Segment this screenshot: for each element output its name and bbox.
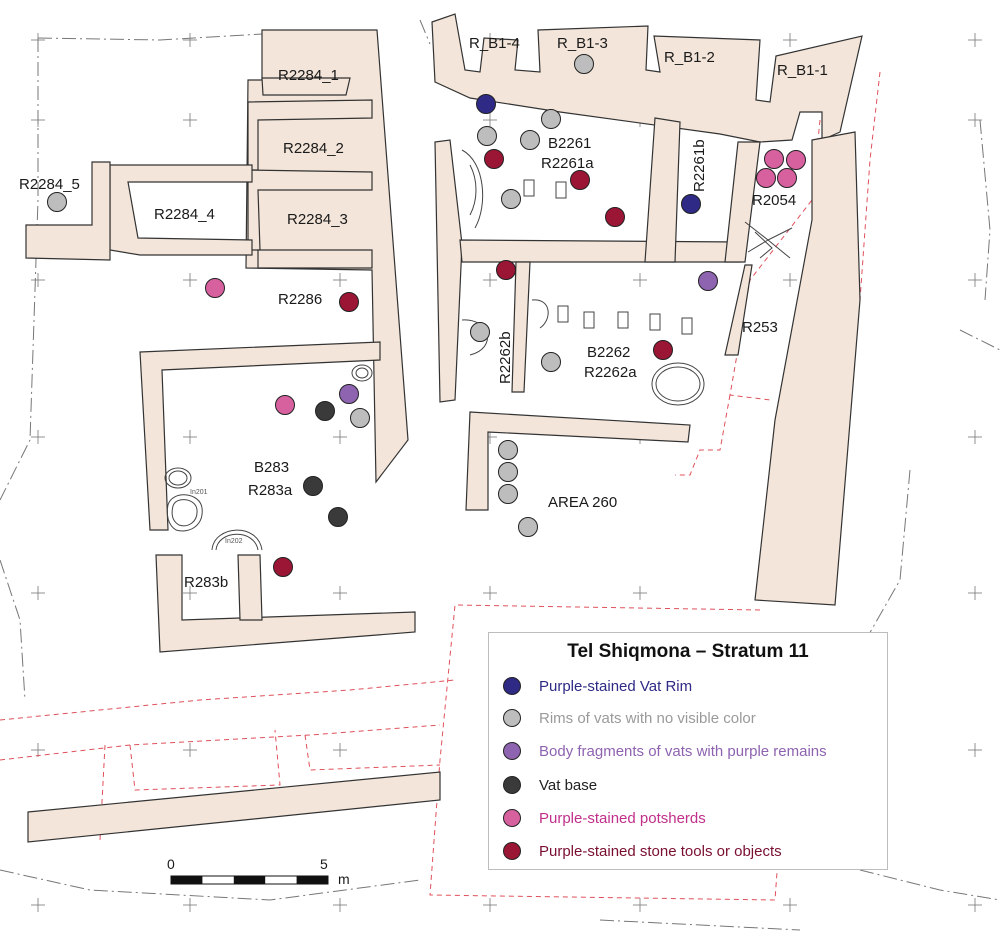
find-marker-rim-no-color[interactable]: [477, 126, 497, 146]
find-marker-stone-tool[interactable]: [605, 207, 625, 227]
find-marker-rim-no-color[interactable]: [501, 189, 521, 209]
find-marker-rim-no-color[interactable]: [498, 440, 518, 460]
find-marker-stone-tool[interactable]: [496, 260, 516, 280]
find-marker-potsherd[interactable]: [756, 168, 776, 188]
find-marker-stone-tool[interactable]: [339, 292, 359, 312]
room-label-r283b: R283b: [184, 574, 228, 591]
find-marker-rim-no-color[interactable]: [498, 462, 518, 482]
in202-label: In202: [225, 538, 243, 545]
legend-swatch-potsherd: [503, 809, 521, 827]
find-marker-rim-no-color[interactable]: [541, 352, 561, 372]
scale-end-label: 5: [320, 856, 328, 872]
room-label-rb1-2: R_B1-2: [664, 49, 715, 66]
legend-label-rim-no-color: Rims of vats with no visible color: [539, 709, 756, 727]
find-marker-rim-no-color[interactable]: [470, 322, 490, 342]
room-label-area-260: AREA 260: [548, 494, 617, 511]
find-marker-potsherd[interactable]: [205, 278, 225, 298]
room-label-r2286: R2286: [278, 291, 322, 308]
features: In201 In202: [164, 149, 793, 551]
room-label-r2284-2: R2284_2: [283, 140, 344, 157]
legend-label-potsherd: Purple-stained potsherds: [539, 809, 706, 827]
scale-start-label: 0: [167, 856, 175, 872]
legend-swatch-stone-tool: [503, 842, 521, 860]
room-label-b2262: B2262: [587, 344, 630, 361]
legend-label-vat-base: Vat base: [539, 776, 598, 794]
legend-item-rim-no-color: Rims of vats with no visible color: [503, 706, 756, 730]
find-marker-stone-tool[interactable]: [570, 170, 590, 190]
legend-swatch-vat-rim: [503, 677, 521, 695]
legend-swatch-vat-base: [503, 776, 521, 794]
find-marker-vat-base[interactable]: [315, 401, 335, 421]
find-marker-rim-no-color[interactable]: [574, 54, 594, 74]
find-marker-vat-rim[interactable]: [476, 94, 496, 114]
find-marker-stone-tool[interactable]: [653, 340, 673, 360]
find-marker-vat-base[interactable]: [328, 507, 348, 527]
legend-swatch-rim-no-color: [503, 709, 521, 727]
room-label-b283: B283: [254, 459, 289, 476]
scale-unit-label: m: [338, 871, 350, 887]
legend-item-vat-base: Vat base: [503, 773, 597, 797]
legend-label-body-purple: Body fragments of vats with purple remai…: [539, 742, 827, 760]
find-marker-stone-tool[interactable]: [273, 557, 293, 577]
find-marker-potsherd[interactable]: [764, 149, 784, 169]
room-label-b2261: B2261: [548, 135, 591, 152]
find-marker-rim-no-color[interactable]: [520, 130, 540, 150]
find-marker-potsherd[interactable]: [786, 150, 806, 170]
find-marker-potsherd[interactable]: [777, 168, 797, 188]
find-marker-rim-no-color[interactable]: [498, 484, 518, 504]
scale-bar: 0 5 m: [167, 856, 350, 887]
room-label-r2261b: R2261b: [691, 139, 708, 192]
room-label-r2262a: R2262a: [584, 364, 637, 381]
room-label-r2054: R2054: [752, 192, 796, 209]
find-marker-rim-no-color[interactable]: [518, 517, 538, 537]
find-marker-vat-base[interactable]: [303, 476, 323, 496]
legend-title: Tel Shiqmona – Stratum 11: [567, 641, 809, 662]
legend-item-stone-tool: Purple-stained stone tools or objects: [503, 839, 782, 863]
room-label-rb1-1: R_B1-1: [777, 62, 828, 79]
room-label-r283a: R283a: [248, 482, 293, 499]
room-label-r2262b: R2262b: [497, 331, 514, 384]
legend-item-potsherd: Purple-stained potsherds: [503, 806, 706, 830]
find-marker-rim-no-color[interactable]: [350, 408, 370, 428]
walls: [25, 13, 863, 843]
map-legend: Tel Shiqmona – Stratum 11 Purple-stained…: [488, 632, 888, 870]
room-label-rb1-4: R_B1-4: [469, 35, 520, 52]
find-markers: [47, 54, 806, 577]
room-label-r2284-3: R2284_3: [287, 211, 348, 228]
site-boundaries: [0, 19, 1000, 931]
room-label-r253: R253: [742, 319, 778, 336]
room-label-r2284-1: R2284_1: [278, 67, 339, 84]
legend-item-body-purple: Body fragments of vats with purple remai…: [503, 739, 827, 763]
legend-label-stone-tool: Purple-stained stone tools or objects: [539, 842, 782, 860]
find-marker-body-purple[interactable]: [339, 384, 359, 404]
find-marker-rim-no-color[interactable]: [47, 192, 67, 212]
room-labels: R2284_1 R2284_2 R2284_3 R2284_4 R2284_5 …: [19, 35, 828, 591]
find-marker-body-purple[interactable]: [698, 271, 718, 291]
in201-label: In201: [190, 489, 208, 496]
find-marker-vat-rim[interactable]: [681, 194, 701, 214]
legend-swatch-body-purple: [503, 742, 521, 760]
legend-item-vat-rim: Purple-stained Vat Rim: [503, 674, 692, 698]
room-label-r2284-4: R2284_4: [154, 206, 215, 223]
find-marker-potsherd[interactable]: [275, 395, 295, 415]
find-marker-stone-tool[interactable]: [484, 149, 504, 169]
find-marker-rim-no-color[interactable]: [541, 109, 561, 129]
room-label-rb1-3: R_B1-3: [557, 35, 608, 52]
room-label-r2284-5: R2284_5: [19, 176, 80, 193]
legend-label-vat-rim: Purple-stained Vat Rim: [539, 677, 693, 695]
room-label-r2261a: R2261a: [541, 155, 594, 172]
